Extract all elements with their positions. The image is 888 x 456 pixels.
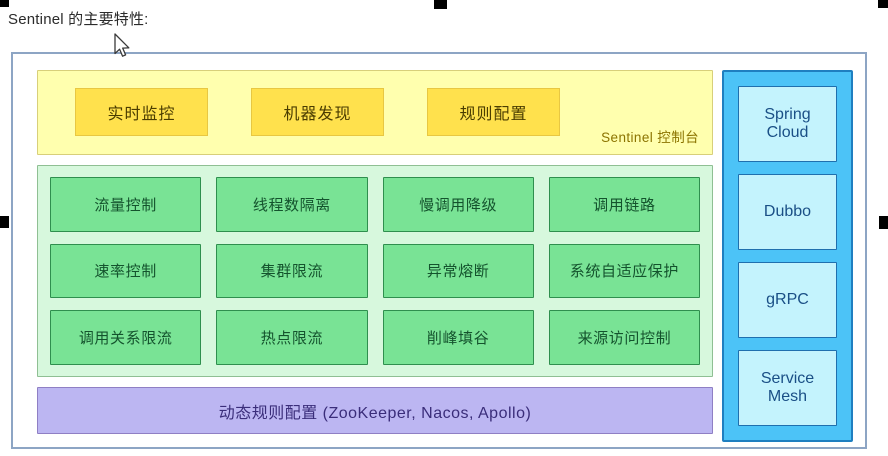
feature-box-thread-isolation: 线程数隔离	[216, 177, 368, 232]
page-title: Sentinel 的主要特性:	[8, 11, 149, 28]
console-panel-caption: Sentinel 控制台	[601, 130, 699, 145]
feature-box-adaptive-protection: 系统自适应保护	[548, 243, 700, 299]
feature-box-exception-breaker: 异常熔断	[382, 243, 534, 299]
feature-box-relation-limiting: 调用关系限流	[50, 310, 202, 365]
feature-box-origin-access: 来源访问控制	[548, 310, 700, 365]
console-box-rule-configuration: 规则配置	[427, 88, 560, 136]
feature-box-flow-control: 流量控制	[50, 177, 202, 232]
sentinel-architecture-diagram: 实时监控 机器发现 规则配置 Sentinel 控制台 流量控制 线程数隔离 慢…	[11, 52, 867, 449]
console-box-machine-discovery: 机器发现	[251, 88, 384, 136]
selection-handle-top-left[interactable]	[0, 0, 9, 7]
sentinel-core-feature-panel: 流量控制 线程数隔离 慢调用降级 调用链路 速率控制 集群限流 异常熔断 系统自…	[37, 165, 713, 377]
feature-grid: 流量控制 线程数隔离 慢调用降级 调用链路 速率控制 集群限流 异常熔断 系统自…	[50, 177, 700, 365]
feature-box-cluster-limiting: 集群限流	[216, 243, 368, 299]
console-box-realtime-monitoring: 实时监控	[75, 88, 208, 136]
feature-box-call-chain: 调用链路	[548, 177, 700, 232]
selection-handle-top-center[interactable]	[434, 0, 447, 9]
feature-box-peak-shaving: 削峰填谷	[382, 310, 534, 365]
adapter-box-dubbo: Dubbo	[738, 174, 837, 250]
dynamic-rule-config-bar: 动态规则配置 (ZooKeeper, Nacos, Apollo)	[37, 387, 713, 434]
adapter-box-grpc: gRPC	[738, 262, 837, 338]
sentinel-console-panel: 实时监控 机器发现 规则配置 Sentinel 控制台	[37, 70, 713, 155]
adapter-column: Spring Cloud Dubbo gRPC Service Mesh	[722, 70, 853, 442]
selection-handle-middle-left[interactable]	[0, 216, 9, 228]
selection-handle-top-right[interactable]	[878, 0, 888, 8]
feature-box-slow-call-degrade: 慢调用降级	[382, 177, 534, 232]
adapter-box-service-mesh: Service Mesh	[738, 350, 837, 426]
adapter-box-spring-cloud: Spring Cloud	[738, 86, 837, 162]
selection-handle-middle-right[interactable]	[879, 216, 888, 229]
diagram-left-stack: 实时监控 机器发现 规则配置 Sentinel 控制台 流量控制 线程数隔离 慢…	[37, 70, 713, 434]
feature-box-hotspot-limiting: 热点限流	[216, 310, 368, 365]
feature-box-rate-control: 速率控制	[50, 243, 202, 299]
